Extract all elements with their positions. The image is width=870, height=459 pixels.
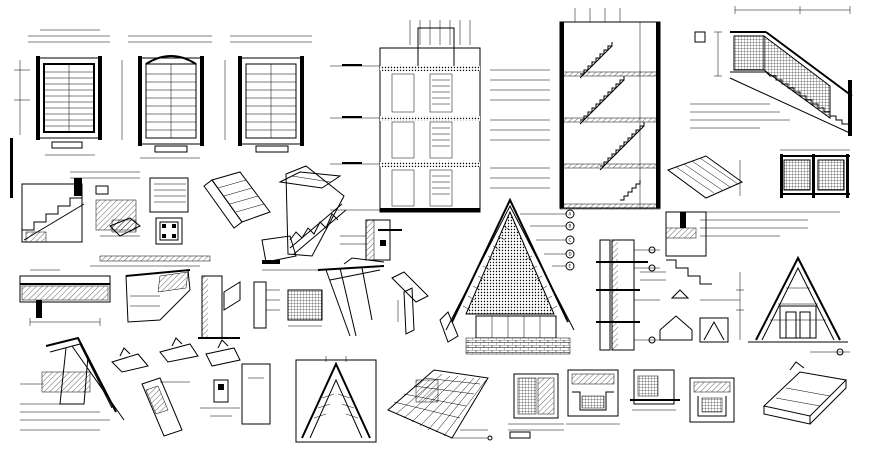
footing-section-4 — [689, 377, 735, 423]
beam-detail — [19, 269, 111, 326]
building-section — [559, 8, 661, 210]
stair-railing-elevation — [690, 6, 853, 136]
connector-detail — [200, 363, 271, 425]
frame-joint-detail — [20, 336, 125, 431]
step-detail — [640, 259, 740, 343]
beam-perspective — [762, 361, 848, 425]
callout-labels: A B C D E — [569, 212, 572, 269]
building-elevation — [330, 20, 550, 213]
callout-a-label: A — [569, 212, 572, 217]
callout-e-label: E — [569, 264, 572, 269]
bracket-details — [111, 337, 241, 437]
stair-section-detail — [21, 171, 211, 267]
stair-stringer — [261, 165, 347, 271]
stair-plan-1 — [10, 29, 110, 198]
grille-panel — [287, 289, 323, 327]
callout-e — [565, 261, 575, 271]
footing-section-1 — [508, 373, 564, 439]
roof-shingle-detail — [387, 369, 493, 441]
ridge-section-detail — [295, 356, 377, 443]
footing-section-2 — [566, 369, 620, 425]
roof-overhang-detail — [125, 269, 191, 323]
timber-stair-perspective — [203, 171, 342, 229]
callout-c — [565, 235, 575, 245]
callout-c-label: C — [569, 238, 572, 243]
column-section — [596, 211, 707, 351]
callout-d-label: D — [569, 252, 572, 257]
stair-plan-2 — [121, 35, 212, 159]
callout-d — [565, 249, 575, 259]
callout-b-label: B — [569, 224, 572, 229]
callout-b — [565, 221, 575, 231]
footing-section-3 — [630, 369, 680, 411]
stair-plan-3 — [224, 35, 312, 153]
column-base-detail — [198, 275, 280, 339]
a-frame-elevation — [736, 255, 850, 356]
wall-railing-section — [340, 219, 402, 261]
a-frame-roof-section — [439, 197, 575, 355]
callout-a — [565, 209, 575, 219]
truss-perspective — [317, 257, 429, 337]
railing-detail — [666, 149, 850, 237]
